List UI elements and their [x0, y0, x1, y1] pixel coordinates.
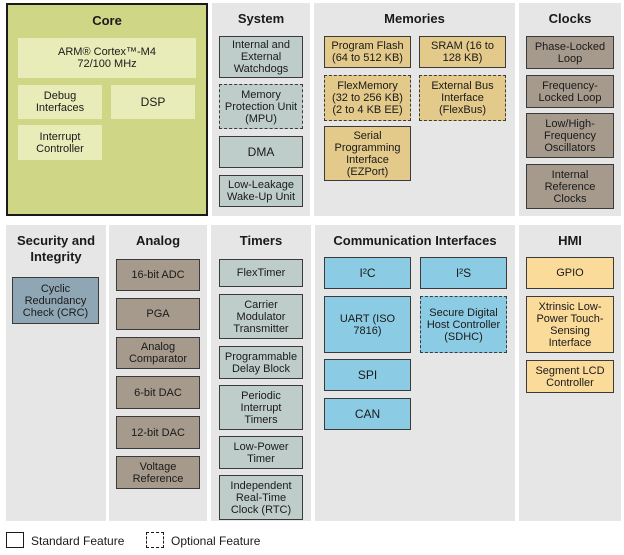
core-title: Core [92, 13, 122, 28]
timers-title: Timers [239, 233, 283, 248]
analog-section: Analog 16-bit ADC PGA Analog Comparator … [109, 225, 207, 521]
mpu-block: Memory Protection Unit (MPU) [219, 84, 303, 129]
dac-6bit-block: 6-bit DAC [116, 376, 200, 409]
flextimer-block: FlexTimer [219, 259, 303, 287]
pll-block: Phase-Locked Loop [526, 36, 614, 69]
system-section: System Internal and External Watchdogs M… [212, 3, 310, 216]
adc-block: 16-bit ADC [116, 259, 200, 291]
cmt-block: Carrier Modulator Transmitter [219, 294, 303, 339]
crc-block: Cyclic Redundancy Check (CRC) [12, 277, 99, 324]
comparator-block: Analog Comparator [116, 337, 200, 369]
hmi-title: HMI [558, 233, 582, 248]
dma-block: DMA [219, 136, 303, 168]
oscillators-block: Low/High-Frequency Oscillators [526, 113, 614, 158]
wakeup-unit-block: Low-Leakage Wake-Up Unit [219, 175, 303, 207]
legend-standard-swatch [6, 532, 24, 548]
spi-block: SPI [324, 359, 411, 391]
pdb-block: Programmable Delay Block [219, 346, 303, 379]
cpu-block: ARM® Cortex™-M4 72/100 MHz [18, 38, 196, 78]
analog-title: Analog [135, 233, 181, 248]
memories-section: Memories Program Flash (64 to 512 KB) SR… [314, 3, 515, 216]
system-title: System [237, 11, 285, 26]
pit-block: Periodic Interrupt Timers [219, 385, 303, 430]
segment-lcd-block: Segment LCD Controller [526, 360, 614, 393]
clocks-section: Clocks Phase-Locked Loop Frequency-Locke… [519, 3, 621, 216]
voltage-reference-block: Voltage Reference [116, 456, 200, 489]
ezport-block: Serial Programming Interface (EZPort) [324, 126, 411, 181]
can-block: CAN [324, 398, 411, 430]
flexmemory-block: FlexMemory (32 to 256 KB) (2 to 4 KB EE) [324, 75, 411, 121]
comm-title: Communication Interfaces [333, 233, 497, 248]
legend-optional-label: Optional Feature [171, 534, 261, 548]
rtc-block: Independent Real-Time Clock (RTC) [219, 475, 303, 520]
sdhc-block: Secure Digital Host Controller (SDHC) [420, 296, 507, 353]
interrupt-controller-block: Interrupt Controller [18, 125, 102, 160]
dsp-block: DSP [111, 85, 195, 119]
security-title: Security and Integrity [16, 233, 96, 264]
i2c-block: I²C [324, 257, 411, 289]
flexbus-block: External Bus Interface (FlexBus) [419, 75, 506, 121]
pga-block: PGA [116, 298, 200, 330]
hmi-section: HMI GPIO Xtrinsic Low-Power Touch-Sensin… [519, 225, 621, 521]
core-section: Core ARM® Cortex™-M4 72/100 MHz Debug In… [6, 3, 208, 216]
comm-section: Communication Interfaces I²C I²S UART (I… [315, 225, 515, 521]
sram-block: SRAM (16 to 128 KB) [419, 36, 506, 68]
lptimer-block: Low-Power Timer [219, 436, 303, 469]
legend-optional-swatch [146, 532, 164, 548]
memories-title: Memories [384, 11, 445, 26]
program-flash-block: Program Flash (64 to 512 KB) [324, 36, 411, 68]
timers-section: Timers FlexTimer Carrier Modulator Trans… [211, 225, 311, 521]
clocks-title: Clocks [548, 11, 592, 26]
security-section: Security and Integrity Cyclic Redundancy… [6, 225, 106, 521]
debug-interfaces-block: Debug Interfaces [18, 85, 102, 119]
gpio-block: GPIO [526, 257, 614, 289]
touch-sensing-block: Xtrinsic Low-Power Touch-Sensing Interfa… [526, 296, 614, 353]
i2s-block: I²S [420, 257, 507, 289]
fll-block: Frequency-Locked Loop [526, 75, 614, 108]
legend-standard-label: Standard Feature [31, 534, 125, 548]
dac-12bit-block: 12-bit DAC [116, 416, 200, 449]
watchdogs-block: Internal and External Watchdogs [219, 36, 303, 78]
uart-block: UART (ISO 7816) [324, 296, 411, 353]
reference-clocks-block: Internal Reference Clocks [526, 164, 614, 209]
